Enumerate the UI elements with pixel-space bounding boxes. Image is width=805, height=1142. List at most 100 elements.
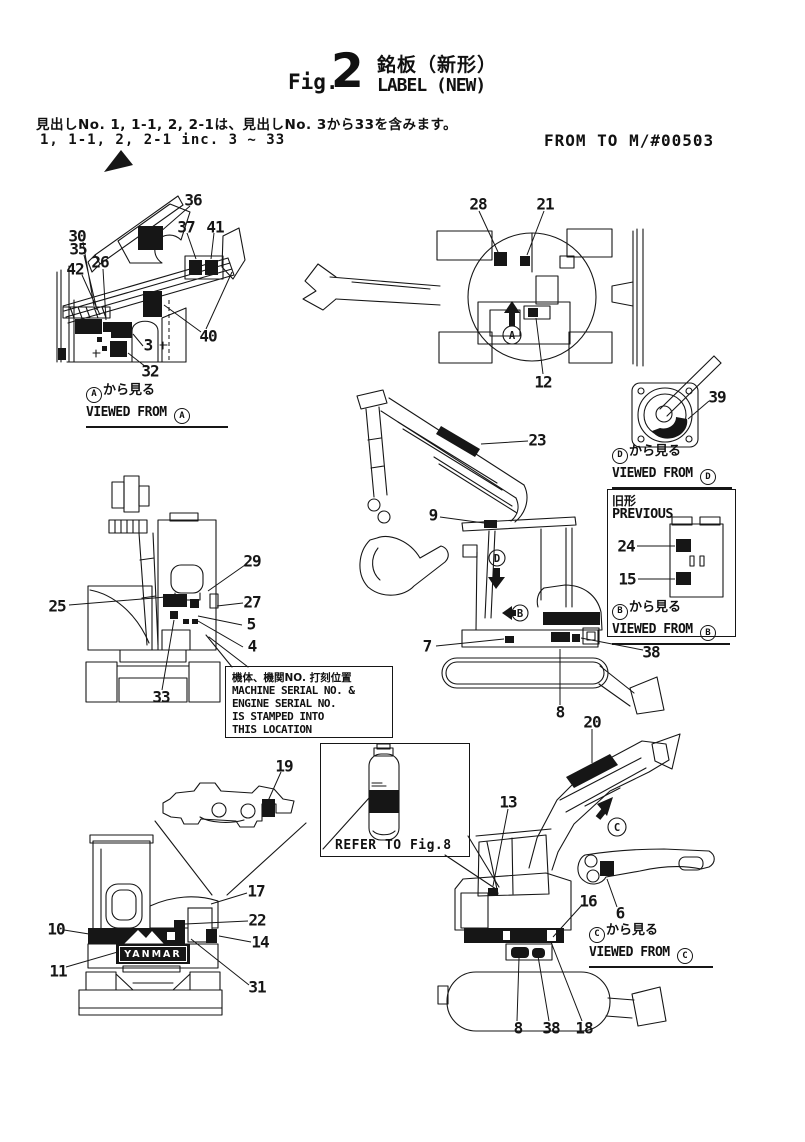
viewed-from-underline — [612, 487, 732, 489]
arrow-d-icon — [488, 568, 505, 589]
callout-21: 21 — [536, 194, 554, 214]
arrow-c-icon — [597, 797, 613, 816]
brand-name: YANMAR — [119, 946, 187, 962]
callout-8: 8 — [513, 1018, 524, 1038]
leader-lines — [63, 205, 710, 1022]
callout-36: 36 — [184, 190, 202, 210]
callout-12: 12 — [534, 372, 552, 392]
callout-18: 18 — [575, 1018, 593, 1038]
callout-42: 42 — [66, 259, 84, 279]
viewed-from-text: から見る — [606, 923, 659, 938]
callout-38: 38 — [542, 1018, 560, 1038]
callout-16: 16 — [579, 891, 597, 911]
callout-11: 11 — [49, 961, 67, 981]
callout-27: 27 — [243, 592, 261, 612]
viewed-from-text: VIEWED FROM — [612, 621, 700, 637]
viewed-from-underline — [612, 643, 730, 645]
figure-number: 2 — [331, 44, 364, 99]
circled-c-icon: C — [589, 926, 605, 943]
viewed-from-text: VIEWED FROM — [589, 944, 677, 960]
callout-31: 31 — [248, 977, 266, 997]
refer-box: REFER TO Fig.8 — [320, 743, 470, 857]
callout-19: 19 — [275, 756, 293, 776]
previous-label-jp: 旧形 — [612, 494, 637, 508]
callout-33: 33 — [152, 687, 170, 707]
circled-c-glyph: C — [614, 822, 620, 834]
callout-30: 30 — [68, 226, 86, 246]
callout-8: 8 — [555, 702, 566, 722]
callout-22: 22 — [248, 910, 266, 930]
serial-box: 機体、機関NO. 打刻位置 MACHINE SERIAL NO. & ENGIN… — [225, 666, 393, 738]
brand-plate: YANMAR — [116, 944, 190, 964]
arrow-b-icon — [502, 606, 516, 620]
fig-fuel-cap-drawing — [631, 355, 722, 448]
viewed-from-underline — [589, 966, 713, 968]
fig-rear-view-drawing — [85, 475, 221, 703]
fig-previous-drawing — [669, 516, 724, 598]
callout-9: 9 — [428, 505, 439, 525]
serial-line-2: MACHINE SERIAL NO. & — [232, 684, 355, 697]
callout-39: 39 — [708, 387, 726, 407]
callout-5: 5 — [246, 614, 257, 634]
callout-28: 28 — [469, 194, 487, 214]
callout-7: 7 — [422, 636, 433, 656]
callout-23: 23 — [528, 430, 546, 450]
callout-35: 35 — [69, 239, 87, 259]
callout-3: 3 — [143, 335, 154, 355]
serial-box-tail — [205, 634, 249, 668]
fig-plate-drawing — [154, 782, 307, 896]
fig-front-view-drawing — [78, 834, 223, 1016]
circled-d-icon: D — [699, 469, 716, 485]
note-japanese: 見出しNo. 1, 1-1, 2, 2-1は、見出しNo. 3から33を含みます… — [36, 117, 458, 133]
viewed-from-text: から見る — [629, 444, 682, 459]
callout-24: 24 — [617, 536, 635, 556]
refer-text: REFER TO Fig.8 — [335, 838, 452, 853]
callout-29: 29 — [243, 551, 261, 571]
circled-a-icon: A — [86, 386, 102, 403]
previous-box: 旧形 PREVIOUS — [607, 489, 736, 637]
callout-17: 17 — [247, 881, 265, 901]
callout-14: 14 — [251, 932, 269, 952]
circled-d-glyph: D — [494, 553, 500, 565]
callout-15: 15 — [618, 569, 636, 589]
callout-6: 6 — [615, 903, 626, 923]
callout-25: 25 — [48, 596, 66, 616]
serial-line-5: THIS LOCATION — [232, 723, 312, 736]
fig-refer-drawing — [322, 743, 500, 890]
callout-40: 40 — [199, 326, 217, 346]
serial-line-1: 機体、機関NO. 打刻位置 — [232, 672, 352, 684]
circled-d-icon: D — [612, 447, 628, 464]
serial-line-4: IS STAMPED INTO — [232, 710, 324, 723]
callout-4: 4 — [247, 636, 258, 656]
circled-c-icon: C — [676, 948, 693, 964]
callout-32: 32 — [141, 361, 159, 381]
serial-range: FROM TO M/#00503 — [544, 131, 715, 150]
note-arrow-icon — [104, 150, 133, 172]
callout-38: 38 — [642, 642, 660, 662]
viewed-from-underline — [86, 426, 228, 428]
viewed-from-text: VIEWED FROM — [86, 404, 174, 420]
circled-b-icon: B — [699, 625, 716, 641]
circled-b-glyph: B — [517, 608, 523, 620]
circled-a-glyph: A — [509, 330, 516, 342]
callout-41: 41 — [206, 217, 224, 237]
viewed-from-text: から見る — [629, 600, 682, 615]
fig-side-view-drawing: D B — [356, 389, 665, 715]
page-title-jp: 銘板（新形） — [377, 54, 498, 76]
callout-37: 37 — [177, 217, 195, 237]
callout-10: 10 — [47, 919, 65, 939]
callout-20: 20 — [583, 712, 601, 732]
figure-label: Fig. — [288, 70, 339, 94]
fig-a-drawing — [56, 195, 246, 363]
fig-rear-right-drawing: C — [437, 733, 715, 1032]
note-english: 1, 1-1, 2, 2-1 inc. 3 ~ 33 — [40, 132, 286, 148]
circled-a-icon: A — [173, 408, 190, 424]
page-title-en: LABEL (NEW) — [377, 75, 486, 96]
viewed-from-text: から見る — [103, 383, 156, 398]
